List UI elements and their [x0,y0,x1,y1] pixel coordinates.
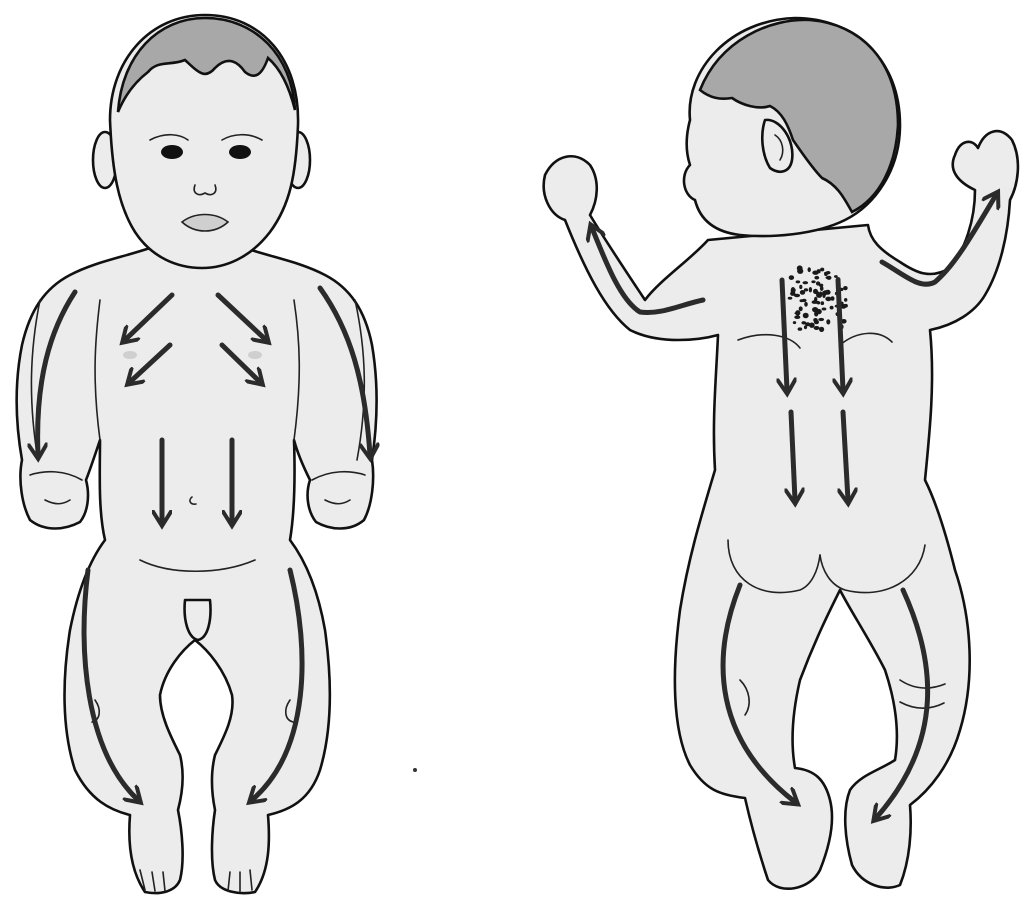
lesion-dot [799,285,802,289]
lesion-dot [789,275,794,280]
lesion-dot [818,318,824,321]
lesion-dot [793,321,796,324]
lesion-dot [824,290,827,293]
lesion-dot [826,276,831,279]
lesion-dot [809,323,815,328]
lesion-dot [814,276,819,280]
lesion-dot [811,280,815,283]
lesion-dot [808,267,811,272]
lesion-dot [813,289,818,294]
lesion-dot [819,327,824,332]
lesion-dot [803,281,809,284]
lesion-dot [831,296,835,301]
back-head [684,18,900,236]
lesion-dot [797,265,803,271]
infant-front-view [17,15,377,893]
lesion-dot [844,304,848,308]
lesion-dot [820,268,824,272]
lesion-dot [819,284,823,287]
lesion-dot [803,313,809,319]
infant-back-view [544,18,1018,889]
lesion-dot [802,299,807,302]
lesion-dot [824,272,827,276]
front-head [93,15,310,268]
lesion-dot [814,301,820,304]
lesion-dot [814,326,820,330]
lesion-dot [804,288,808,291]
lesion-dot [799,306,803,311]
back-body [544,131,1018,889]
lesion-dot [814,320,819,323]
lesion-dot [788,297,793,300]
lesion-dot [812,271,818,275]
lesion-dot [826,319,830,324]
lesion-dot [804,302,808,307]
lesion-dot [816,293,822,298]
lesion-dot [812,307,818,312]
lesion-dot [843,286,848,290]
lesion-dot [791,287,795,293]
lesion-dot [798,327,803,330]
lesion-dot [822,308,827,311]
lesion-dot [809,287,812,292]
lesion-dot [821,301,825,305]
lesion-dot [794,315,800,319]
lesion-dot [830,306,834,310]
lesion-dot [795,310,800,316]
lesion-dot [796,280,801,283]
lesion-dot [844,298,847,302]
